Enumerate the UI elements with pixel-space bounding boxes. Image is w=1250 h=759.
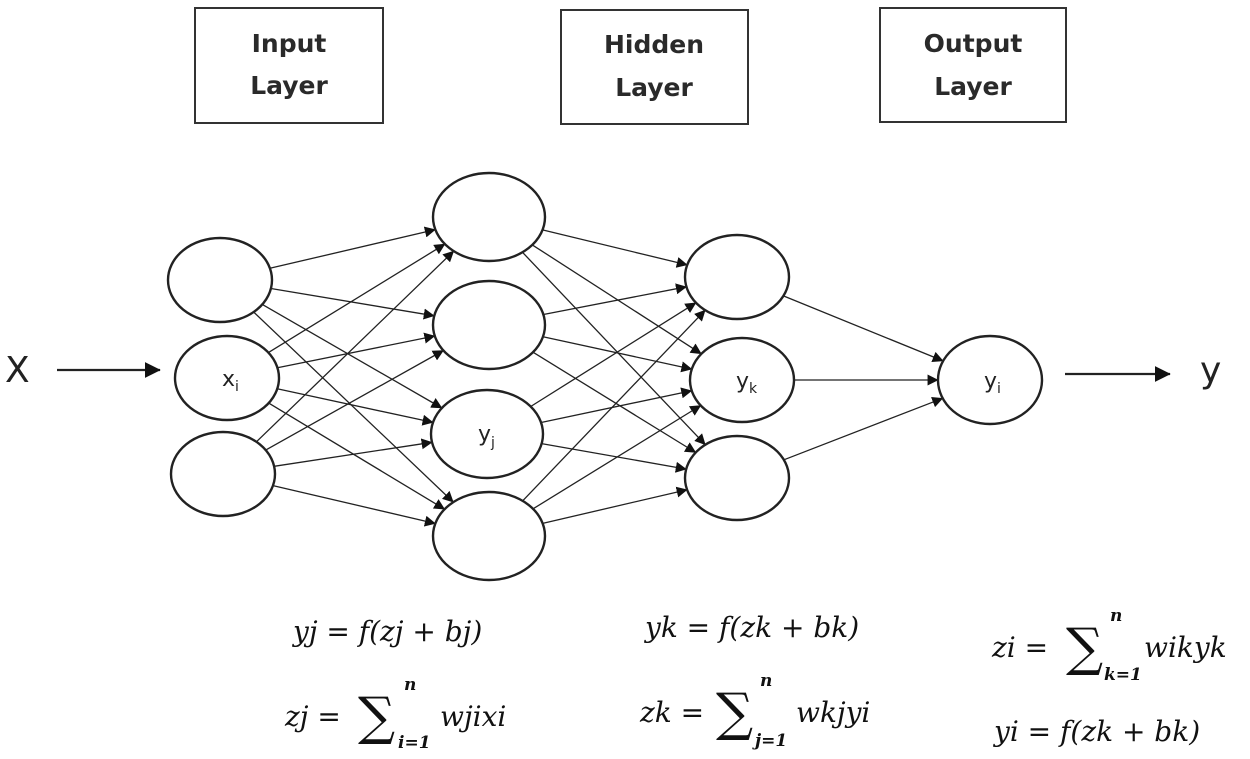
hidden1-node-2 bbox=[431, 279, 547, 371]
equation-zk: zk = ∑ n j=1 wkjyi bbox=[639, 671, 870, 751]
output-layer-title-line2: Layer bbox=[934, 72, 1012, 101]
svg-text:wjixi: wjixi bbox=[440, 700, 506, 733]
equation-yi: yi = f(zk + bk) bbox=[992, 715, 1200, 748]
svg-text:j=1: j=1 bbox=[752, 731, 787, 751]
svg-text:zk =: zk = bbox=[639, 696, 704, 729]
edge-input-1-to-hidden1-4 bbox=[253, 311, 454, 503]
edge-input-3-to-hidden1-1 bbox=[255, 250, 455, 443]
edge-input-2-to-hidden1-4 bbox=[268, 402, 446, 510]
svg-text:wikyk: wikyk bbox=[1144, 631, 1227, 664]
svg-text:i=1: i=1 bbox=[398, 733, 431, 753]
edge-hidden1-3-to-hidden2-1 bbox=[530, 302, 697, 408]
svg-text:n: n bbox=[1110, 606, 1122, 626]
connections bbox=[253, 226, 944, 527]
equation-zi: zi = ∑ n k=1 wikyk bbox=[991, 606, 1227, 685]
hidden-layer-header: Hidden Layer bbox=[560, 9, 749, 125]
input-layer-nodes bbox=[166, 236, 281, 518]
output-layer-nodes bbox=[936, 334, 1044, 426]
hidden1-node-4 bbox=[431, 490, 547, 582]
edge-hidden1-2-to-hidden2-3 bbox=[532, 351, 697, 454]
hidden1-node-1 bbox=[431, 171, 547, 263]
edge-hidden1-1-to-hidden2-3 bbox=[522, 251, 706, 446]
input-layer-header: Input Layer bbox=[194, 7, 384, 124]
hidden-layer-title-line1: Hidden bbox=[604, 30, 704, 59]
input-node-1 bbox=[166, 236, 274, 324]
equation-zj: zj = ∑ n i=1 wjixi bbox=[284, 675, 506, 753]
input-node-2 bbox=[173, 334, 281, 422]
edge-hidden2-3-to-output-1 bbox=[783, 396, 944, 461]
input-node-label: xi bbox=[222, 367, 239, 395]
hidden-layer-title-line2: Layer bbox=[615, 73, 693, 102]
output-node-label: yi bbox=[984, 369, 1001, 397]
edge-hidden1-4-to-hidden2-1 bbox=[522, 309, 706, 502]
edge-input-1-to-hidden1-1 bbox=[269, 226, 436, 269]
edge-hidden1-4-to-hidden2-3 bbox=[542, 486, 688, 525]
output-layer-header: Output Layer bbox=[879, 7, 1067, 123]
input-layer-title-line1: Input bbox=[252, 29, 327, 58]
edge-input-1-to-hidden1-2 bbox=[270, 287, 435, 320]
svg-text:k=1: k=1 bbox=[1104, 665, 1142, 685]
hidden2-node-2 bbox=[688, 336, 796, 424]
edge-hidden1-4-to-hidden2-2 bbox=[532, 404, 702, 510]
equation-yj: yj = f(zj + bj) bbox=[291, 615, 482, 648]
edge-hidden1-1-to-hidden2-1 bbox=[542, 229, 688, 268]
edge-input-2-to-hidden1-2 bbox=[277, 332, 436, 369]
edge-input-3-to-hidden1-3 bbox=[274, 438, 433, 467]
edge-hidden1-3-to-hidden2-3 bbox=[541, 442, 687, 473]
svg-text:wkjyi: wkjyi bbox=[796, 696, 870, 729]
edge-hidden2-1-to-output-1 bbox=[783, 295, 944, 363]
hidden2-node-1 bbox=[683, 233, 791, 321]
edge-hidden1-2-to-hidden2-1 bbox=[543, 283, 687, 316]
edge-hidden1-1-to-hidden2-2 bbox=[531, 244, 702, 355]
edge-input-3-to-hidden1-4 bbox=[272, 484, 436, 527]
hidden2-node-3 bbox=[683, 434, 791, 522]
output-layer-title-line1: Output bbox=[924, 29, 1023, 58]
svg-text:n: n bbox=[760, 671, 772, 691]
hidden-layer-2-nodes bbox=[683, 233, 796, 522]
output-y-label: y bbox=[1200, 350, 1221, 391]
svg-text:zi =: zi = bbox=[991, 631, 1048, 664]
input-layer-title-line2: Layer bbox=[250, 71, 328, 100]
svg-text:∑: ∑ bbox=[358, 687, 395, 747]
input-node-3 bbox=[169, 430, 277, 518]
input-x-label: X bbox=[5, 350, 30, 391]
equation-yk: yk = f(zk + bk) bbox=[643, 611, 859, 644]
edge-input-3-to-hidden1-2 bbox=[265, 349, 444, 451]
hidden1-node-3 bbox=[429, 388, 545, 480]
svg-text:zj =: zj = bbox=[284, 700, 341, 733]
hidden1-node-label: yj bbox=[478, 422, 495, 451]
edge-hidden1-3-to-hidden2-2 bbox=[540, 387, 693, 424]
edge-hidden1-2-to-hidden2-2 bbox=[542, 336, 693, 373]
hidden-layer-1-nodes bbox=[429, 171, 547, 582]
svg-text:n: n bbox=[404, 675, 416, 695]
edge-input-1-to-hidden1-3 bbox=[261, 303, 443, 409]
svg-text:∑: ∑ bbox=[1066, 618, 1103, 678]
edge-input-2-to-hidden1-1 bbox=[268, 243, 446, 354]
edge-input-2-to-hidden1-3 bbox=[277, 388, 434, 426]
output-node bbox=[936, 334, 1044, 426]
hidden2-node-label: yk bbox=[736, 369, 758, 397]
svg-text:∑: ∑ bbox=[716, 683, 753, 743]
